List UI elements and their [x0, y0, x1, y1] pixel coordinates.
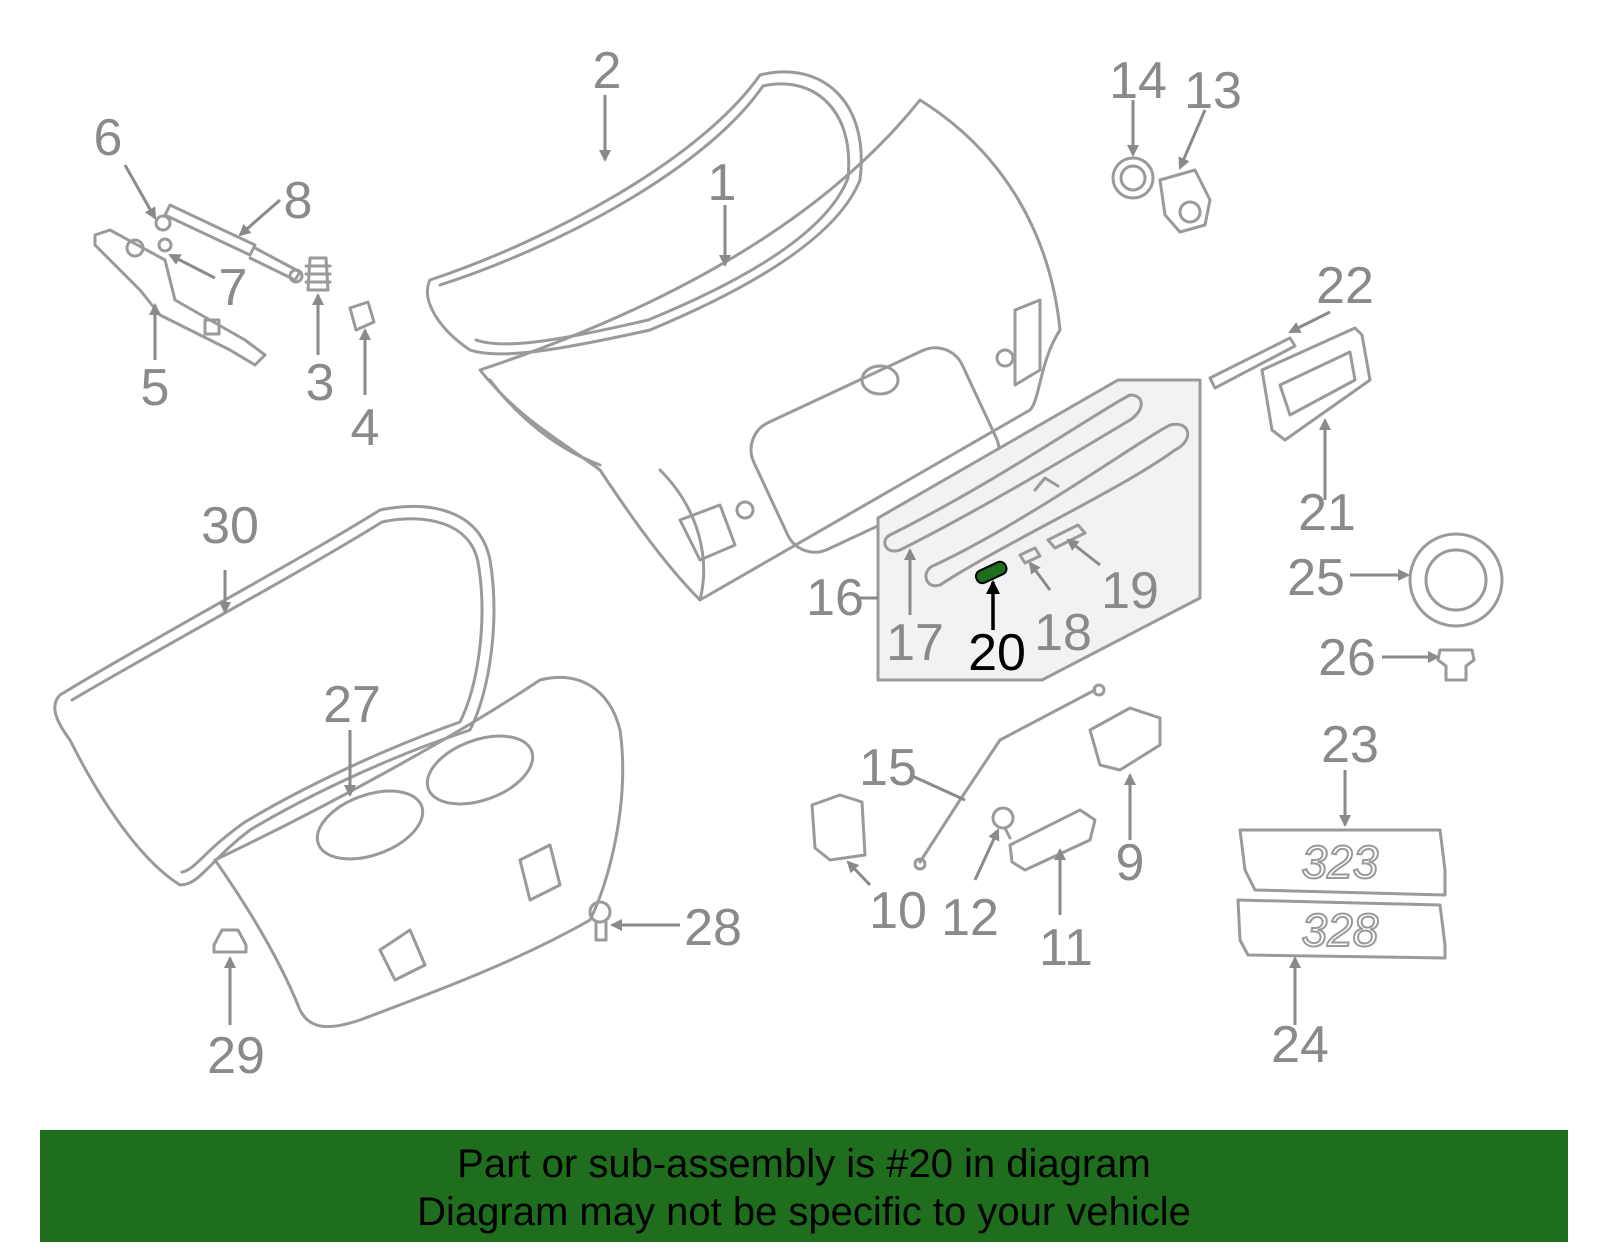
label-25: 25: [1287, 549, 1345, 607]
grommet: [1436, 648, 1476, 682]
label-28: 28: [684, 899, 742, 957]
label-26: 26: [1318, 629, 1376, 687]
badge-328: 328: [1236, 898, 1447, 960]
label-17: 17: [886, 614, 944, 672]
label-20: 20: [968, 624, 1026, 682]
hinge-assembly: [93, 214, 267, 367]
push-clip: [588, 900, 612, 942]
label-11: 11: [1039, 919, 1093, 977]
bracket: [810, 793, 867, 862]
gas-strut: [163, 203, 304, 284]
gasket-strip: [1208, 336, 1297, 390]
roundel-emblem: [1408, 532, 1504, 628]
label-3: 3: [306, 354, 335, 412]
label-30: 30: [201, 497, 259, 555]
license-lamp-housing: [1260, 326, 1372, 442]
badge-328-text: 328: [1302, 904, 1379, 956]
leader-arrows: [123, 95, 1440, 1025]
stop-bumper: [304, 256, 332, 292]
label-10: 10: [869, 882, 927, 940]
latch-plate: [1008, 808, 1097, 872]
lock-cylinder: [1111, 156, 1212, 234]
clip: [348, 300, 376, 332]
highlighted-part-20: [974, 560, 1008, 585]
label-23: 23: [1321, 716, 1379, 774]
label-1: 1: [708, 154, 737, 212]
label-8: 8: [284, 172, 313, 230]
badge-323-text: 323: [1302, 836, 1379, 888]
trunk-seal: [425, 70, 863, 356]
trim-assembly-box: [876, 378, 1202, 682]
banner-line-1: Part or sub-assembly is #20 in diagram: [457, 1142, 1151, 1186]
parts-diagram: 323 328: [53, 42, 1504, 1085]
label-16: 16: [806, 569, 864, 627]
latch-actuator: [1088, 706, 1162, 772]
trunk-opening-seal: [53, 505, 496, 887]
rubber-buffer: [212, 928, 248, 954]
label-15: 15: [859, 739, 917, 797]
label-7: 7: [219, 259, 248, 317]
trunk-lid-liner: [213, 675, 625, 1029]
label-29: 29: [207, 1027, 265, 1085]
label-4: 4: [351, 399, 380, 457]
label-5: 5: [141, 359, 170, 417]
screw: [991, 806, 1015, 840]
label-21: 21: [1298, 484, 1356, 542]
label-12: 12: [941, 889, 999, 947]
notice-banner: Part or sub-assembly is #20 in diagram D…: [40, 1130, 1568, 1242]
callout-labels: 1 2 3 4 5 6 7 8 9 10 11 12 13 14 15 16 1…: [94, 42, 1379, 1085]
badge-323: 323: [1238, 828, 1447, 897]
label-24: 24: [1271, 1016, 1329, 1074]
banner-line-2: Diagram may not be specific to your vehi…: [417, 1190, 1191, 1234]
label-19: 19: [1101, 562, 1159, 620]
label-2: 2: [593, 42, 622, 100]
label-13: 13: [1184, 62, 1242, 120]
label-27: 27: [323, 676, 381, 734]
label-18: 18: [1034, 604, 1092, 662]
label-14: 14: [1109, 52, 1167, 110]
label-9: 9: [1116, 834, 1145, 892]
label-22: 22: [1316, 257, 1374, 315]
release-rod: [913, 683, 1106, 871]
label-6: 6: [94, 109, 123, 167]
